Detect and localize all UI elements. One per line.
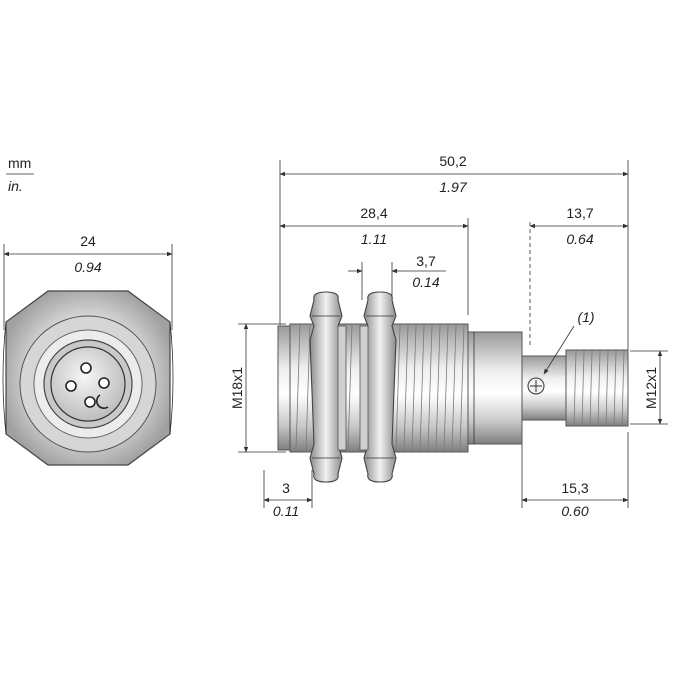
pin-1 (65, 380, 77, 392)
overall-length-in: 1.97 (439, 179, 467, 195)
units-legend: mm in. (6, 155, 34, 194)
washer-rear (359, 325, 369, 451)
lock-nut-front (309, 291, 343, 483)
connector-thread (565, 349, 629, 427)
callout-label: (1) (577, 309, 594, 325)
unit-in: in. (8, 178, 23, 194)
front-width-mm: 24 (80, 233, 96, 249)
pin-4 (84, 396, 96, 408)
overall-length-mm: 50,2 (439, 153, 466, 169)
front-width-in: 0.94 (74, 259, 101, 275)
coding-key (96, 394, 109, 410)
connector-pins (65, 362, 110, 410)
connector-length-in: 0.64 (566, 231, 593, 247)
front-offset-mm: 3 (282, 480, 290, 496)
thread-connector-label: M12x1 (643, 367, 659, 409)
lock-nut-rear (363, 291, 397, 483)
rear-length-mm: 15,3 (561, 480, 588, 496)
side-view: 50,2 1.97 28,4 1.11 13,7 0.64 3,7 0.14 3… (229, 153, 668, 519)
connector-thread-lines (573, 350, 625, 426)
rear-body (467, 331, 523, 445)
washer-front (337, 325, 347, 451)
threaded-length-in: 1.11 (361, 231, 387, 247)
connector-face (50, 346, 126, 422)
rear-length-in: 0.60 (561, 503, 588, 519)
thread-main-label: M18x1 (229, 367, 245, 409)
nut-thickness-in: 0.14 (412, 274, 439, 290)
pin-3 (98, 377, 110, 389)
led-indicator (527, 377, 545, 395)
pin-2 (80, 362, 92, 374)
nut-thickness-mm: 3,7 (416, 253, 436, 269)
front-view: 24 0.94 (2, 233, 174, 466)
connector-length-mm: 13,7 (566, 205, 593, 221)
threaded-length-mm: 28,4 (360, 205, 387, 221)
unit-mm: mm (8, 155, 31, 171)
front-offset-in: 0.11 (273, 503, 299, 519)
